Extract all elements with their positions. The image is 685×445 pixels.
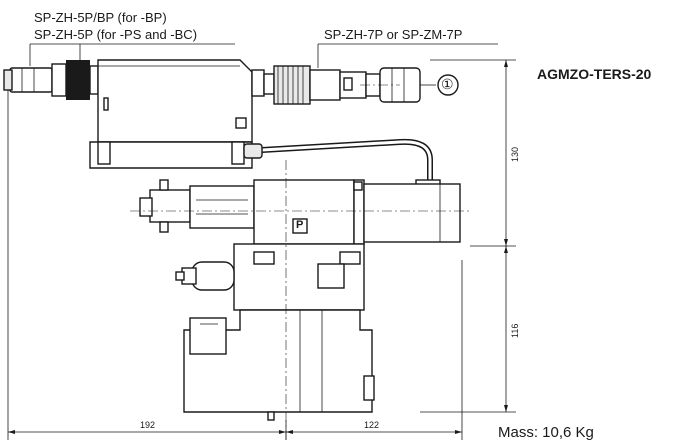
electronics-housing xyxy=(89,59,253,169)
connector-5p-bp-label: SP-ZH-5P/BP (for -BP) xyxy=(34,10,167,25)
mass-label: Mass: 10,6 Kg xyxy=(498,424,594,441)
connector-right xyxy=(251,65,459,105)
port-label: P xyxy=(296,219,304,231)
item-marker: ① xyxy=(441,76,454,92)
connector-5p-label: SP-ZH-5P (for -PS and -BC) xyxy=(34,27,198,42)
dimension-left-width: 192 xyxy=(140,420,156,430)
callout-leaders xyxy=(29,43,498,68)
model-name: AGMZO-TERS-20 xyxy=(537,66,652,82)
dimension-lower-height: 116 xyxy=(510,323,520,338)
dimension-upper-height: 130 xyxy=(510,146,520,162)
center-lines xyxy=(130,84,470,440)
dimension-right-width: 122 xyxy=(364,420,380,430)
valve-body xyxy=(139,179,461,245)
lower-body xyxy=(175,243,375,421)
connector-7p-label: SP-ZH-7P or SP-ZM-7P xyxy=(324,27,463,42)
connector-left xyxy=(3,60,99,100)
port-label-box xyxy=(292,218,308,234)
